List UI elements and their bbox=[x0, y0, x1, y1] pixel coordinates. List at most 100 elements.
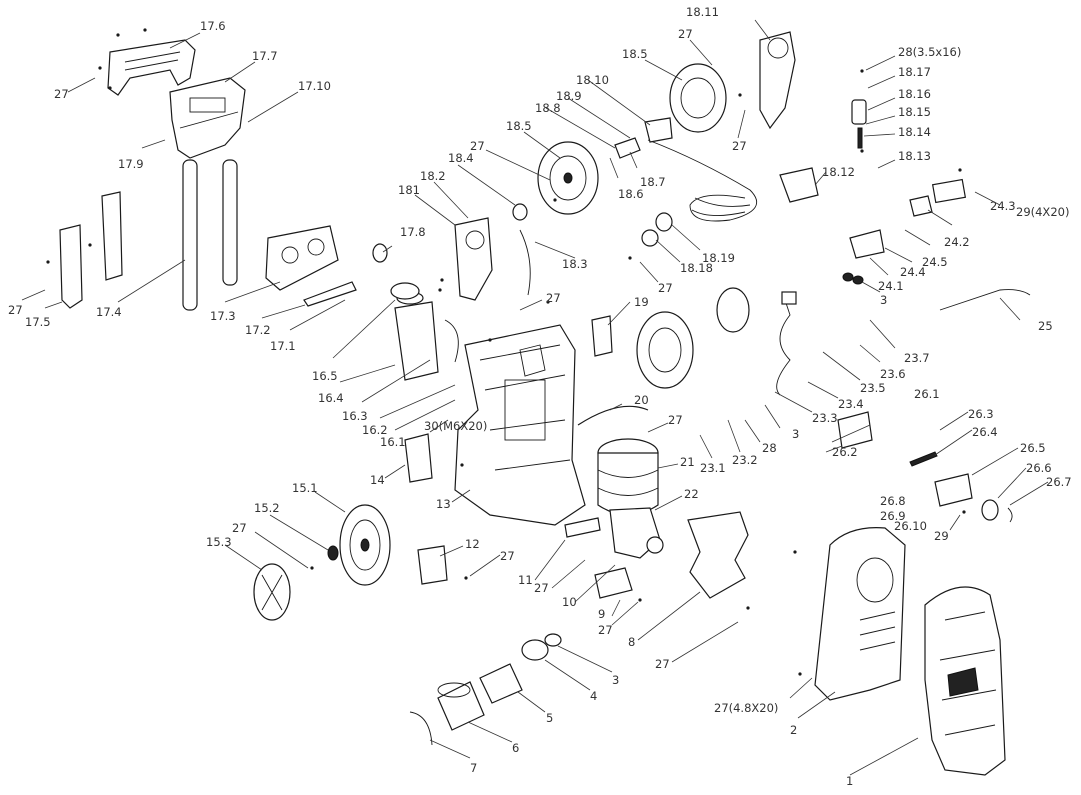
label-29: 29 bbox=[934, 529, 949, 543]
label-23-7: 23.7 bbox=[904, 351, 930, 365]
label-20: 20 bbox=[634, 393, 649, 407]
label-1: 1 bbox=[846, 774, 853, 788]
part-plate-26-5 bbox=[934, 473, 973, 507]
label-17-4: 17.4 bbox=[96, 305, 122, 319]
part-switch-box-26-1 bbox=[837, 411, 873, 449]
label-27: 27 bbox=[500, 549, 515, 563]
label-14: 14 bbox=[370, 473, 385, 487]
label-21: 21 bbox=[680, 455, 695, 469]
label-17-3: 17.3 bbox=[210, 309, 236, 323]
part-connector-18-8 bbox=[614, 137, 641, 159]
label-26-4: 26.4 bbox=[972, 425, 998, 439]
label-18-18: 18.18 bbox=[680, 261, 713, 275]
label-12: 12 bbox=[465, 537, 480, 551]
label-28-3-5x16: 28(3.5x16) bbox=[898, 45, 961, 59]
label-27: 27 bbox=[54, 87, 69, 101]
part-detergent-bottle bbox=[394, 291, 459, 381]
label-27: 27 bbox=[534, 581, 549, 595]
label-18-10: 18.10 bbox=[576, 73, 609, 87]
label-4: 4 bbox=[590, 689, 597, 703]
label-27: 27 bbox=[598, 623, 613, 637]
label-27: 27 bbox=[678, 27, 693, 41]
label-18-14: 18.14 bbox=[898, 125, 931, 139]
label-24-2: 24.2 bbox=[944, 235, 970, 249]
part-pump-head bbox=[609, 507, 664, 559]
part-spring-26-7 bbox=[1007, 507, 1013, 523]
label-26-1: 26.1 bbox=[914, 387, 940, 401]
label-7: 7 bbox=[470, 761, 477, 775]
label-15-3: 15.3 bbox=[206, 535, 232, 549]
label-26-3: 26.3 bbox=[968, 407, 994, 421]
label-16-4: 16.4 bbox=[318, 391, 344, 405]
label-18-19: 18.19 bbox=[702, 251, 735, 265]
part-main-frame bbox=[454, 324, 586, 526]
label-3: 3 bbox=[612, 673, 619, 687]
label-18-9: 18.9 bbox=[556, 89, 582, 103]
part-rod-26-4 bbox=[909, 451, 938, 467]
label-17-5: 17.5 bbox=[25, 315, 51, 329]
part-fitting-18-4 bbox=[512, 203, 528, 221]
label-18-8: 18.8 bbox=[535, 101, 561, 115]
part-clip-bar bbox=[303, 281, 357, 307]
part-wheel-cap bbox=[253, 563, 291, 621]
part-side-bracket-left bbox=[59, 224, 83, 309]
label-27: 27 bbox=[232, 521, 247, 535]
label-3: 3 bbox=[792, 427, 799, 441]
label-18-11: 18.11 bbox=[686, 5, 719, 19]
label-23-2: 23.2 bbox=[732, 453, 758, 467]
label-23-4: 23.4 bbox=[838, 397, 864, 411]
part-wheel-washer bbox=[327, 545, 339, 561]
label-23-6: 23.6 bbox=[880, 367, 906, 381]
label-27: 27 bbox=[668, 413, 683, 427]
part-bracket-20 bbox=[577, 405, 649, 426]
part-cylinder-6 bbox=[437, 681, 485, 731]
label-9: 9 bbox=[598, 607, 605, 621]
label-19: 19 bbox=[634, 295, 649, 309]
label-16-1: 16.1 bbox=[380, 435, 406, 449]
label-26-5: 26.5 bbox=[1020, 441, 1046, 455]
label-26-2: 26.2 bbox=[832, 445, 858, 459]
label-23-3: 23.3 bbox=[812, 411, 838, 425]
part-small-cap bbox=[372, 243, 388, 263]
part-handle-grip bbox=[169, 77, 246, 159]
label-23-1: 23.1 bbox=[700, 461, 726, 475]
part-motor bbox=[597, 438, 659, 516]
part-handle-top bbox=[107, 39, 196, 96]
label-18-13: 18.13 bbox=[898, 149, 931, 163]
part-switch-24-3 bbox=[931, 178, 967, 204]
label-30-m6x20: 30(M6X20) bbox=[424, 419, 487, 433]
part-switch-24-1 bbox=[849, 229, 885, 259]
label-17-6: 17.6 bbox=[200, 19, 226, 33]
label-6: 6 bbox=[512, 741, 519, 755]
part-filter-3 bbox=[544, 633, 562, 647]
label-16-3: 16.3 bbox=[342, 409, 368, 423]
label-26-9: 26.9 bbox=[880, 509, 906, 523]
part-cable-25 bbox=[939, 289, 1031, 311]
part-housing-2 bbox=[814, 527, 906, 701]
label-18-4: 18.4 bbox=[448, 151, 474, 165]
part-reel-disc-2 bbox=[669, 63, 727, 133]
part-switch-18-12 bbox=[779, 167, 819, 203]
label-10: 10 bbox=[562, 595, 577, 609]
part-clip-7 bbox=[409, 711, 433, 746]
label-5: 5 bbox=[546, 711, 553, 725]
part-hose-coil bbox=[647, 139, 758, 222]
label-8: 8 bbox=[628, 635, 635, 649]
part-hose-holder bbox=[265, 225, 339, 291]
part-power-cord bbox=[776, 291, 797, 396]
part-small-gear-18-18 bbox=[641, 229, 659, 247]
label-24-5: 24.5 bbox=[922, 255, 948, 269]
part-housing-1 bbox=[924, 586, 1006, 776]
part-bracket-19 bbox=[591, 315, 613, 357]
label-18-2: 18.2 bbox=[420, 169, 446, 183]
label-27-4-8x20: 27(4.8X20) bbox=[714, 701, 778, 715]
label-17-1: 17.1 bbox=[270, 339, 296, 353]
label-26-7: 26.7 bbox=[1046, 475, 1072, 489]
label-18-17: 18.17 bbox=[898, 65, 931, 79]
label-27: 27 bbox=[470, 139, 485, 153]
label-23-5: 23.5 bbox=[860, 381, 886, 395]
part-reel-crank bbox=[759, 31, 796, 130]
label-26-6: 26.6 bbox=[1026, 461, 1052, 475]
